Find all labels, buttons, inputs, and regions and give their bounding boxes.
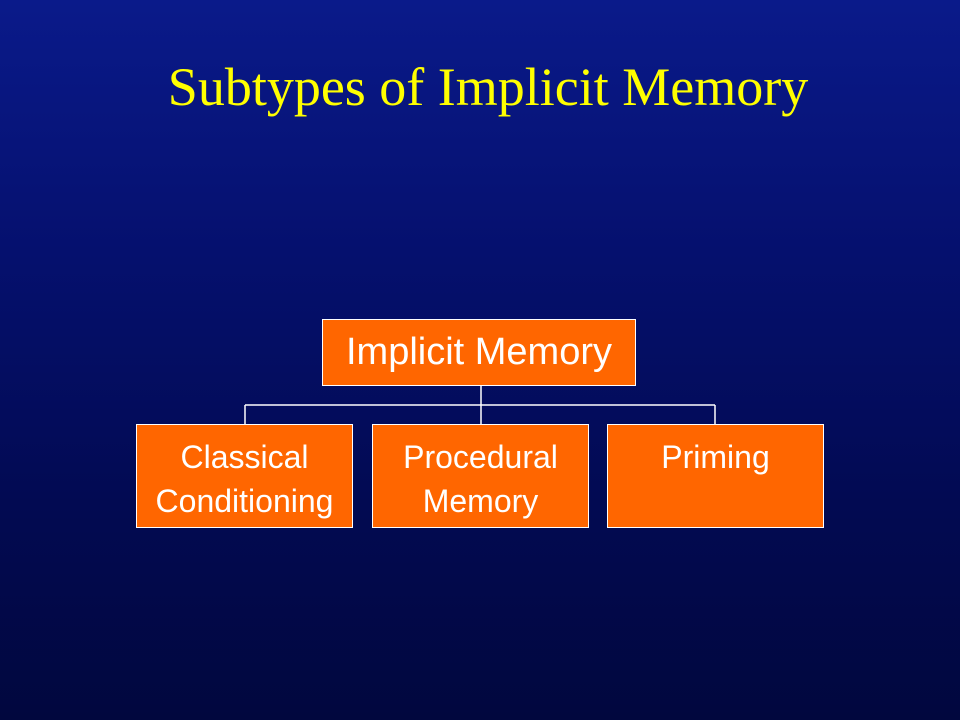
node-procedural-memory: Procedural Memory [372,424,589,528]
node-priming: Priming [607,424,824,528]
node-label: Procedural Memory [403,439,558,519]
node-classical-conditioning: Classical Conditioning [136,424,353,528]
node-label: Classical Conditioning [155,439,334,519]
node-label: Priming [661,439,770,475]
node-implicit-memory: Implicit Memory [322,319,636,386]
slide-title: Subtypes of Implicit Memory [167,57,809,117]
node-label: Implicit Memory [345,331,613,373]
